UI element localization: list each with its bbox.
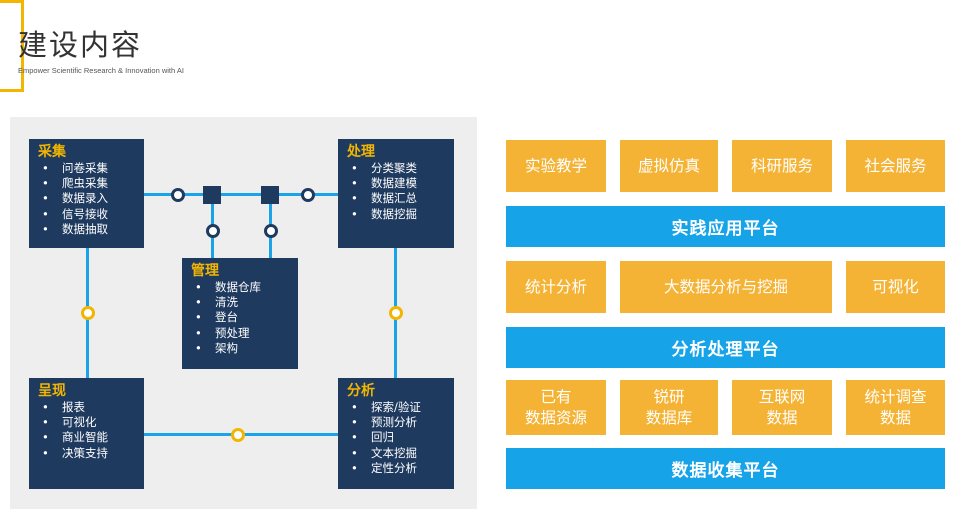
page-title: 建设内容 — [18, 28, 143, 62]
analysis-statistics: 统计分析 — [506, 261, 606, 313]
collect-item: 数据抽取 — [38, 222, 138, 237]
present-item: 报表 — [38, 400, 138, 415]
manage-item: 架构 — [191, 341, 292, 356]
collect-item: 数据录入 — [38, 191, 138, 206]
connector-node — [81, 306, 95, 320]
manage-box: 管理 数据仓库 清洗 登台 预处理 架构 — [182, 258, 298, 369]
manage-item: 数据仓库 — [191, 280, 292, 295]
manage-title: 管理 — [191, 263, 219, 279]
connector-node — [301, 188, 315, 202]
analyze-item: 文本挖掘 — [347, 446, 448, 461]
collect-title: 采集 — [38, 144, 66, 160]
present-title: 呈现 — [38, 383, 66, 399]
analysis-visualization: 可视化 — [846, 261, 945, 313]
app-social-service: 社会服务 — [846, 140, 945, 192]
present-box: 呈现 报表 可视化 商业智能 决策支持 — [29, 378, 144, 489]
collect-item: 爬虫采集 — [38, 176, 138, 191]
connector-line — [144, 193, 338, 196]
process-item: 数据挖掘 — [347, 207, 448, 222]
header-bracket — [0, 0, 24, 92]
process-item: 分类聚类 — [347, 161, 448, 176]
manage-item: 登台 — [191, 310, 292, 325]
collect-item: 问卷采集 — [38, 161, 138, 176]
connector-node — [389, 306, 403, 320]
connector-node — [231, 428, 245, 442]
app-experimental-teaching: 实验教学 — [506, 140, 606, 192]
process-item: 数据汇总 — [347, 191, 448, 206]
process-item: 数据建模 — [347, 176, 448, 191]
source-internet-data: 互联网 数据 — [732, 380, 832, 435]
process-title: 处理 — [347, 144, 375, 160]
connector-node — [206, 224, 220, 238]
analyze-title: 分析 — [347, 383, 375, 399]
source-ruiyan-database: 锐研 数据库 — [620, 380, 718, 435]
analyze-item: 探索/验证 — [347, 400, 448, 415]
present-item: 决策支持 — [38, 446, 138, 461]
collect-item: 信号接收 — [38, 207, 138, 222]
analysis-big-data-mining: 大数据分析与挖掘 — [620, 261, 832, 313]
analyze-item: 预测分析 — [347, 415, 448, 430]
process-box: 处理 分类聚类 数据建模 数据汇总 数据挖掘 — [338, 139, 454, 248]
analyze-item: 回归 — [347, 430, 448, 445]
app-research-service: 科研服务 — [732, 140, 832, 192]
collect-box: 采集 问卷采集 爬虫采集 数据录入 信号接收 数据抽取 — [29, 139, 144, 248]
connector-node — [171, 188, 185, 202]
analysis-platform-bar: 分析处理平台 — [506, 327, 945, 368]
app-virtual-simulation: 虚拟仿真 — [620, 140, 718, 192]
app-platform-bar: 实践应用平台 — [506, 206, 945, 247]
connector-square — [261, 186, 279, 204]
source-existing-data: 已有 数据资源 — [506, 380, 606, 435]
present-item: 可视化 — [38, 415, 138, 430]
connector-node — [264, 224, 278, 238]
manage-item: 预处理 — [191, 326, 292, 341]
present-item: 商业智能 — [38, 430, 138, 445]
collect-platform-bar: 数据收集平台 — [506, 448, 945, 489]
analyze-box: 分析 探索/验证 预测分析 回归 文本挖掘 定性分析 — [338, 378, 454, 489]
manage-item: 清洗 — [191, 295, 292, 310]
source-survey-data: 统计调查 数据 — [846, 380, 945, 435]
analyze-item: 定性分析 — [347, 461, 448, 476]
connector-square — [203, 186, 221, 204]
page-subtitle: Empower Scientific Research & Innovation… — [18, 66, 184, 75]
